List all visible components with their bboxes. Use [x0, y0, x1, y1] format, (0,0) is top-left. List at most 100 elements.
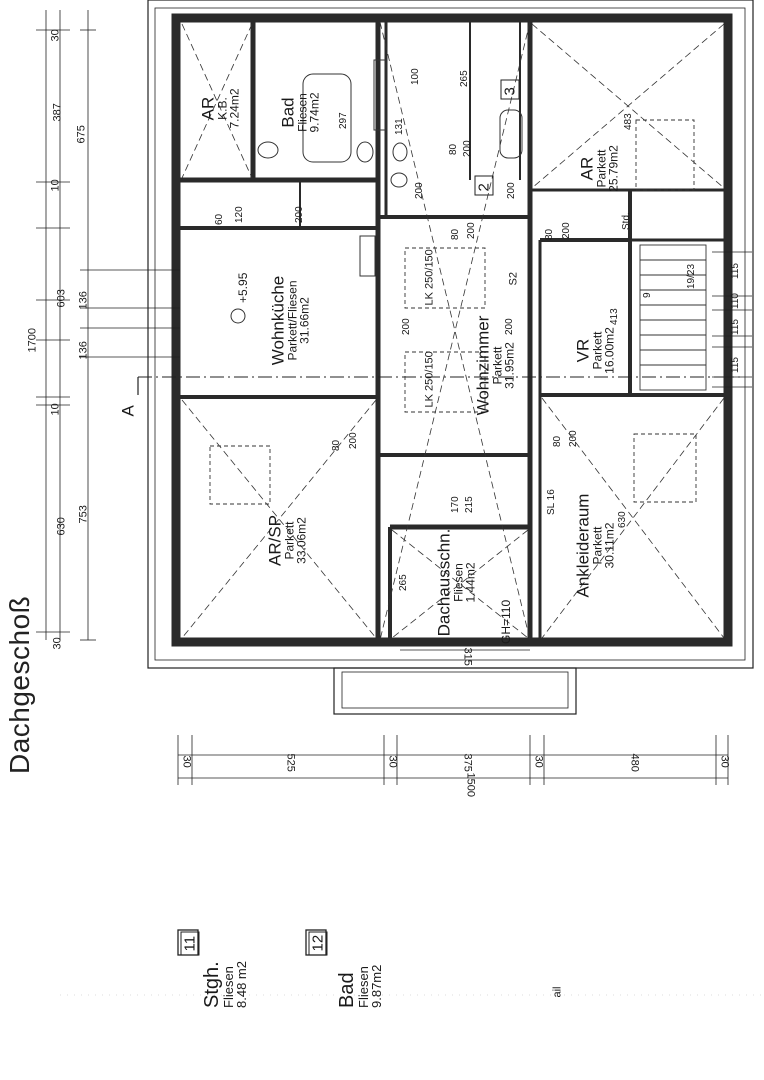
- bathroom-fixtures: [230, 59, 523, 324]
- room-area: 1.44m2: [463, 562, 478, 603]
- dim-left-total: 1700: [26, 328, 39, 353]
- legend-item-11: Stgh. Fliesen 8.48 m2: [201, 858, 249, 1008]
- dimension-lines-left: [36, 10, 180, 641]
- balcony-inner: [341, 671, 569, 709]
- opening-label: 297: [338, 112, 349, 129]
- opening-label: 170: [450, 496, 461, 513]
- legend-box-11: [177, 929, 199, 956]
- legend-num-11: 11: [180, 931, 200, 956]
- dim-left: 630: [55, 517, 68, 536]
- opening-label: 80: [552, 435, 563, 447]
- room-name: VR: [573, 338, 593, 363]
- opening-label: 80: [450, 228, 461, 240]
- page-title: Dachgeschoß: [4, 595, 35, 774]
- room-name: Wohnzimmer: [473, 315, 493, 416]
- exterior-wall: [171, 13, 733, 647]
- opening-label: 200: [348, 432, 359, 449]
- room-name: Bad: [278, 97, 298, 128]
- footer-mark: ail: [551, 986, 564, 998]
- legend-box-12: [305, 929, 327, 956]
- room-ar-sp: AR/SP Parkett 33.06m2: [265, 486, 309, 596]
- room-ankleideraum: Ankleideraum Parkett 30.11m2: [573, 471, 617, 621]
- dim-bottom-opening: 315: [461, 647, 474, 666]
- lk-label: LK: [423, 394, 436, 408]
- outer-boundary-inner: [154, 7, 746, 661]
- opening-label: 215: [464, 496, 475, 513]
- stair-9-label: 9: [642, 292, 653, 298]
- wall-483-label: 483: [623, 113, 634, 130]
- skylight-label-1: LK 250/150: [423, 246, 436, 306]
- staircase: [639, 244, 707, 391]
- opening-label: 200: [506, 182, 517, 199]
- room-bad: Bad Fliesen 9.74m2: [278, 63, 322, 163]
- room-name: Wohnküche: [268, 275, 288, 366]
- opening-label: 200: [294, 206, 305, 223]
- room-name: AR/SP: [265, 514, 285, 567]
- dim-right: 110: [730, 293, 741, 309]
- opening-label: 200: [568, 430, 579, 447]
- dim-bottom: 480: [628, 753, 641, 772]
- skylights: [209, 119, 697, 505]
- dim-left: 136: [77, 291, 90, 310]
- opening-label: 265: [459, 70, 470, 87]
- level-mark: +5.95: [236, 272, 250, 303]
- room-crosses: [181, 21, 725, 641]
- lk-size: 250/150: [423, 249, 436, 289]
- room-area: 31.66m2: [297, 297, 312, 344]
- win-630-label: 630: [617, 511, 628, 528]
- opening-label: 120: [234, 206, 245, 223]
- room-name: AR: [198, 96, 218, 121]
- room-name: Dachausschn.: [434, 528, 454, 637]
- dimension-lines-right: [712, 251, 752, 388]
- opening-label: 200: [462, 140, 473, 157]
- legend-name: Bad: [336, 972, 358, 1008]
- dim-bottom: 30: [180, 755, 193, 768]
- dim-left: 30: [49, 29, 62, 42]
- dim-left: 675: [75, 125, 88, 144]
- interior-walls: [180, 22, 724, 640]
- room-area: 25.79m2: [606, 145, 621, 192]
- room-area: 30.11m2: [602, 522, 617, 569]
- dim-right: 115: [730, 263, 741, 279]
- opening-label: 200: [401, 318, 412, 335]
- dim-left: 387: [51, 103, 64, 122]
- room-name: AR: [577, 156, 597, 181]
- opening-label: 80: [448, 143, 459, 155]
- legend-item-12: Bad Fliesen 9.87m2: [336, 858, 384, 1008]
- opening-label: 60: [214, 213, 225, 225]
- box-3: 3: [500, 79, 520, 100]
- dim-left: 136: [77, 341, 90, 360]
- room-area: 7.24m2: [227, 88, 242, 129]
- opening-label: 131: [394, 118, 405, 135]
- opening-label: 200: [466, 222, 477, 239]
- room-wohnkueche: Wohnküche Parkett/Fliesen 31.66m2: [268, 251, 312, 391]
- dim-left: 10: [49, 403, 62, 416]
- dim-left: 753: [77, 505, 90, 524]
- dim-bottom: 30: [386, 755, 399, 768]
- dim-bottom-total: 1500: [464, 772, 477, 797]
- wall-413-label: 413: [609, 308, 620, 325]
- box-2: 2: [474, 175, 494, 196]
- room-name: Ankleideraum: [573, 493, 593, 598]
- opening-label: 200: [504, 318, 515, 335]
- room-ar-ne: AR Parkett 25.79m2: [577, 114, 621, 224]
- legend-sub2: 9.87m2: [369, 964, 384, 1008]
- s2-label: S2: [507, 272, 520, 286]
- dim-bottom: 30: [532, 755, 545, 768]
- lk-size: 250/150: [423, 351, 436, 391]
- dim-left: 10: [49, 179, 62, 192]
- room-area: 9.74m2: [307, 92, 322, 133]
- dim-bottom: 30: [718, 755, 731, 768]
- dim-right: 115: [730, 319, 741, 335]
- sl16-label: SL 16: [546, 489, 557, 515]
- legend-num-12: 12: [308, 931, 328, 956]
- legend-name: Stgh.: [201, 961, 223, 1008]
- skylight-label-2: LK 250/150: [423, 348, 436, 408]
- dim-left: 30: [51, 637, 64, 650]
- room-dachausschn: Dachausschn. Fliesen 1.44m2: [434, 523, 478, 643]
- gh-mark: GH=110: [499, 599, 513, 644]
- lk-label: LK: [423, 292, 436, 306]
- room-area: 33.06m2: [294, 517, 309, 564]
- stairs-label: 19/23: [686, 263, 697, 289]
